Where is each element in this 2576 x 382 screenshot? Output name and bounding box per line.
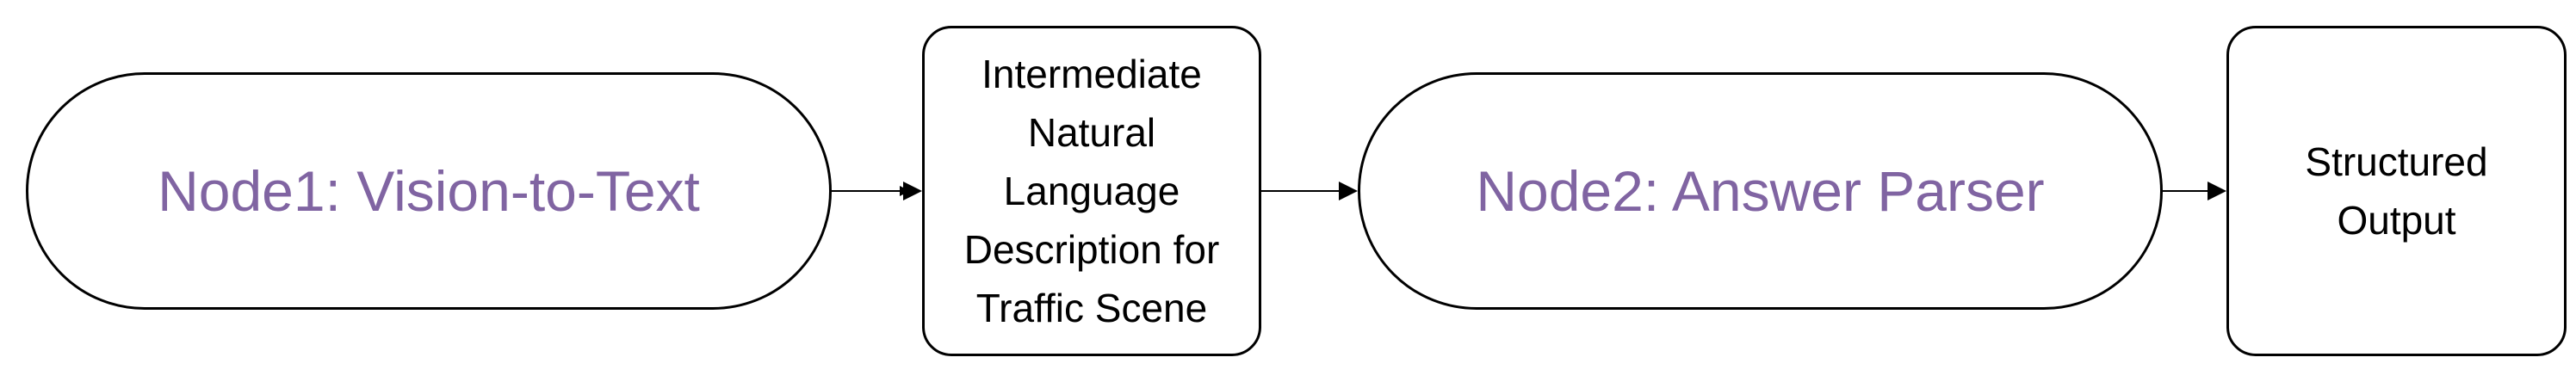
arrowhead-node1-to-description (903, 182, 922, 200)
node2-label: Node2: Answer Parser (1476, 159, 2045, 223)
intermediate-description-label: Intermediate Natural Language Descriptio… (963, 52, 1220, 330)
node1-label: Node1: Vision-to-Text (158, 159, 700, 223)
node1-vision-to-text-box: Node1: Vision-to-Text (26, 72, 832, 310)
node2-answer-parser-box: Node2: Answer Parser (1358, 72, 2163, 310)
arrowhead-node2-to-output (2208, 182, 2226, 200)
structured-output-label: Structured Output (2305, 139, 2488, 243)
intermediate-description-box: Intermediate Natural Language Descriptio… (922, 26, 1261, 356)
arrowhead-description-to-node2 (1339, 182, 1358, 200)
structured-output-box: Structured Output (2226, 26, 2567, 356)
